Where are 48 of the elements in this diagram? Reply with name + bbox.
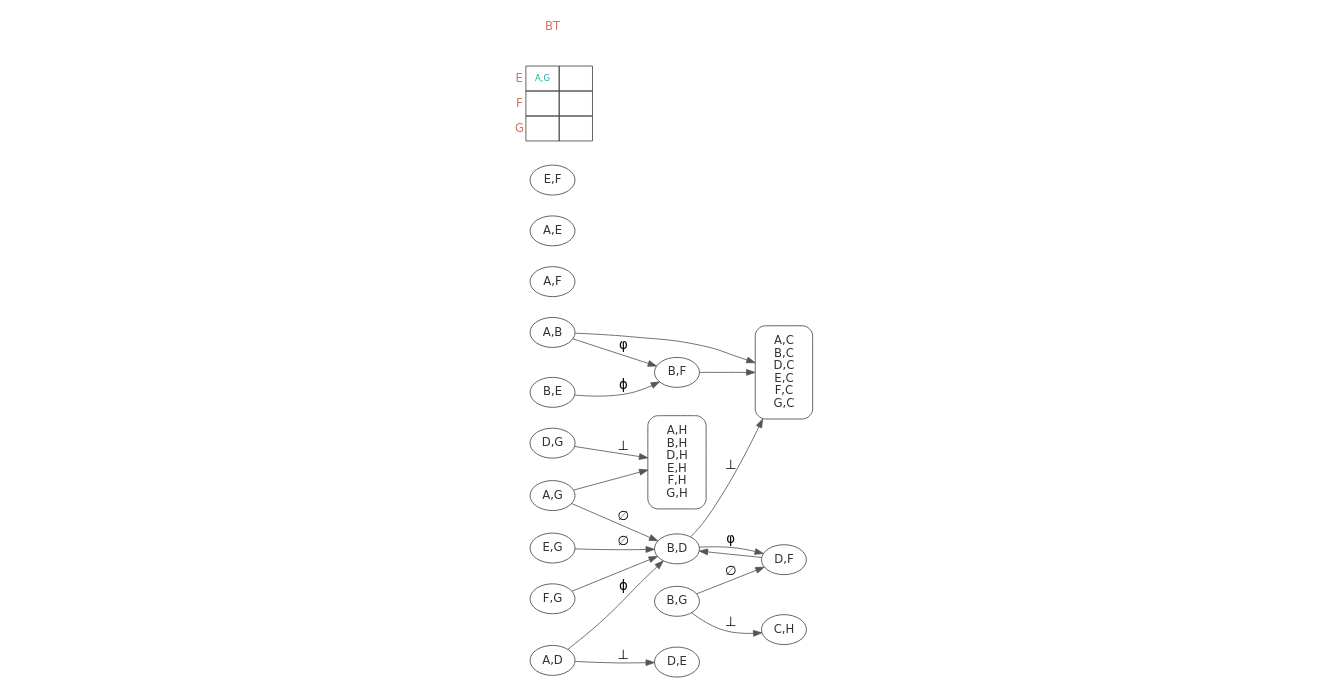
- edge-label: ϕ: [618, 376, 628, 392]
- edge-label: φ: [618, 336, 628, 352]
- edge-label: φ: [726, 530, 736, 546]
- node-ellipse: D,F: [761, 544, 807, 576]
- edge-label: ∅: [617, 507, 630, 523]
- label: F: [515, 95, 523, 110]
- node-ellipse: B,F: [654, 357, 700, 388]
- node-ellipse: A,F: [529, 266, 576, 298]
- label: E: [515, 70, 523, 85]
- node-box: A,H B,H D,H E,H F,H G,H: [647, 415, 707, 510]
- node-ellipse: C,H: [761, 614, 807, 645]
- arrow: [690, 418, 763, 538]
- arrow: [574, 659, 655, 667]
- node-ellipse: B,G: [654, 585, 700, 617]
- edge-label: ∅: [617, 533, 630, 549]
- arrow: [574, 381, 660, 397]
- node-ellipse: A,B: [529, 317, 576, 348]
- edge-label: ⊥: [617, 646, 630, 662]
- node-ellipse: B,D: [654, 533, 700, 565]
- node-ellipse: A,D: [529, 645, 576, 676]
- node-box: A,C B,C D,C E,C F,C G,C: [754, 325, 814, 420]
- node-ellipse: E,F: [529, 164, 576, 196]
- edge-label: ⊥: [617, 437, 630, 453]
- node-ellipse: A,G: [529, 480, 576, 511]
- arrow: [574, 546, 655, 553]
- arrow: [571, 556, 658, 592]
- edge-label: ⊥: [724, 456, 737, 472]
- edge-label: ∅: [724, 562, 737, 578]
- arrow: [691, 612, 763, 637]
- node-ellipse: F,G: [529, 583, 576, 615]
- arrow: [574, 446, 649, 460]
- label: A,G: [535, 72, 550, 83]
- node-ellipse: D,E: [654, 646, 700, 678]
- node-ellipse: A,E: [529, 215, 576, 247]
- arrow: [696, 566, 765, 595]
- arrow: [699, 369, 756, 376]
- arrow: [572, 338, 657, 367]
- arrow: [574, 332, 756, 364]
- node-ellipse: D,G: [529, 427, 576, 459]
- arrow: [573, 468, 649, 491]
- label: G: [515, 120, 525, 135]
- edge-label: ϕ: [618, 578, 628, 594]
- arrow: [567, 560, 664, 650]
- arrow: [571, 503, 659, 542]
- label: BT: [544, 19, 561, 33]
- node-ellipse: E,G: [529, 532, 576, 564]
- edge-label: ⊥: [724, 614, 737, 630]
- node-ellipse: B,E: [529, 376, 576, 408]
